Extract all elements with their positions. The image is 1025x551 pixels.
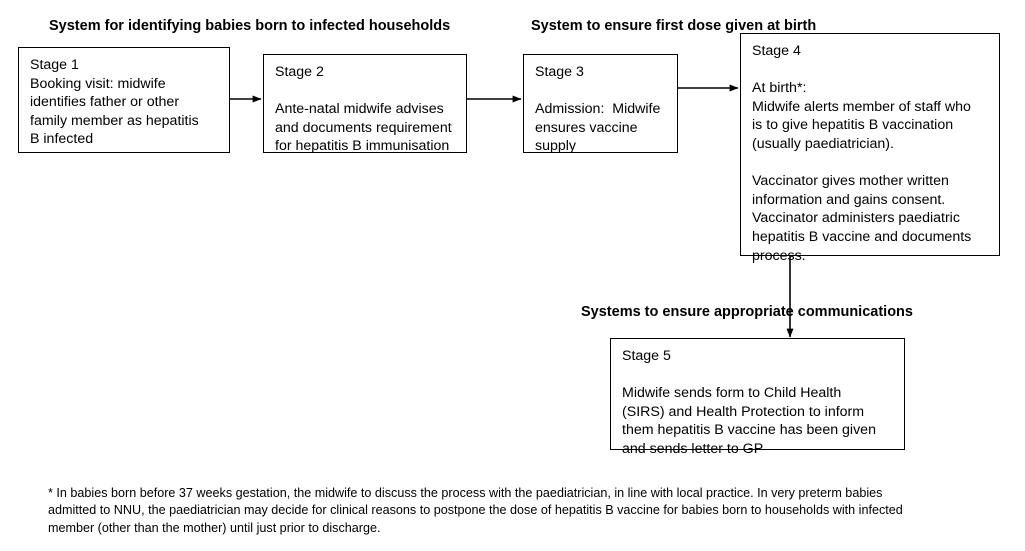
stage-2-line-3: for hepatitis B immunisation [275,138,450,155]
stage-2-spacer [275,82,456,101]
stage-1-line-3: family member as hepatitis [30,112,199,129]
stage-4-line-8: hepatitis B vaccine and documents [752,228,972,245]
footnote-line-2: admitted to NNU, the paediatrician may d… [48,503,903,518]
stage-5-line-2: (SIRS) and Health Protection to inform [622,403,865,420]
stage-3-line-1: Admission: Midwife [535,101,661,118]
section-title-communications: Systems to ensure appropriate communicat… [581,304,913,320]
stage-3-content: Stage 3 Admission: Midwife ensures vacci… [524,55,677,162]
stage-box-2[interactable]: Stage 2 Ante-natal midwife advises and d… [263,54,467,154]
stage-1-heading: Stage 1 [30,57,79,73]
section-title-identifying: System for identifying babies born to in… [49,18,451,34]
stage-5-content: Stage 5 Midwife sends form to Child Heal… [611,339,904,465]
stage-4-heading: Stage 4 [752,43,801,59]
stage-4-spacer-2 [752,154,989,173]
stage-box-4[interactable]: Stage 4 At birth*: Midwife alerts member… [740,33,1000,264]
stage-box-5[interactable]: Stage 5 Midwife sends form to Child Heal… [610,338,905,457]
footnote: * In babies born before 37 weeks gestati… [48,485,983,537]
stage-3-heading: Stage 3 [535,64,584,80]
footnote-line-1: * In babies born before 37 weeks gestati… [48,486,883,500]
stage-2-content: Stage 2 Ante-natal midwife advises and d… [264,55,466,162]
stage-box-1[interactable]: Stage 1 Booking visit: midwife identifie… [18,47,230,153]
stage-4-line-1: At birth*: [752,80,807,97]
stage-5-line-1: Midwife sends form to Child Health [622,385,842,402]
stage-5-heading: Stage 5 [622,348,671,364]
stage-3-line-3: supply [535,138,577,155]
stage-1-line-1: Booking visit: midwife [30,75,166,92]
stage-4-line-5: Vaccinator gives mother written [752,173,949,190]
stage-5-spacer [622,366,894,385]
stage-4-content: Stage 4 At birth*: Midwife alerts member… [741,34,999,271]
stage-4-line-9: process. [752,247,806,264]
stage-2-line-1: Ante-natal midwife advises [275,101,444,118]
stage-4-line-4: (usually paediatrician). [752,135,894,152]
stage-2-line-2: and documents requirement [275,119,452,136]
stage-3-line-2: ensures vaccine [535,119,638,136]
stage-5-line-4: and sends letter to GP [622,440,764,457]
footnote-line-3: member (other than the mother) until jus… [48,520,381,535]
stage-2-heading: Stage 2 [275,64,324,80]
stage-4-line-3: is to give hepatitis B vaccination [752,117,954,134]
stage-1-line-4: B infected [30,131,94,148]
stage-1-line-2: identifies father or other [30,94,180,111]
stage-4-line-7: Vaccinator administers paediatric [752,210,960,227]
section-title-first-dose: System to ensure first dose given at bir… [531,18,817,34]
stage-5-line-3: them hepatitis B vaccine has been given [622,422,876,439]
stage-3-spacer [535,82,667,101]
stage-box-3[interactable]: Stage 3 Admission: Midwife ensures vacci… [523,54,678,154]
stage-4-line-6: information and gains consent. [752,191,946,208]
stage-4-spacer [752,61,989,80]
stage-1-content: Stage 1 Booking visit: midwife identifie… [19,48,229,155]
stage-4-line-2: Midwife alerts member of staff who [752,98,971,115]
